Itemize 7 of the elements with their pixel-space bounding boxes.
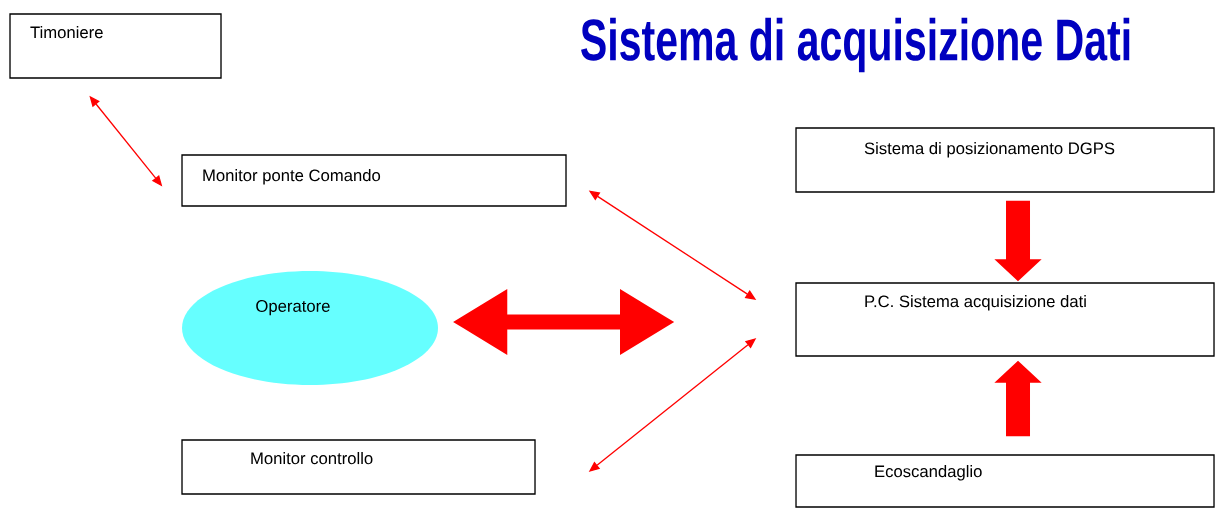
process-box: Ecoscandaglio: [795, 454, 1215, 508]
title: Sistema di acquisizione Dati: [581, 17, 1130, 73]
process-box: P.C. Sistema acquisizione dati: [795, 282, 1215, 357]
process-box: Monitor ponte Comando: [181, 154, 567, 207]
process-box: Sistema di posizionamento DGPS: [795, 127, 1215, 193]
process-box: Monitor controllo: [181, 439, 536, 495]
process-box: Timoniere: [9, 13, 222, 79]
